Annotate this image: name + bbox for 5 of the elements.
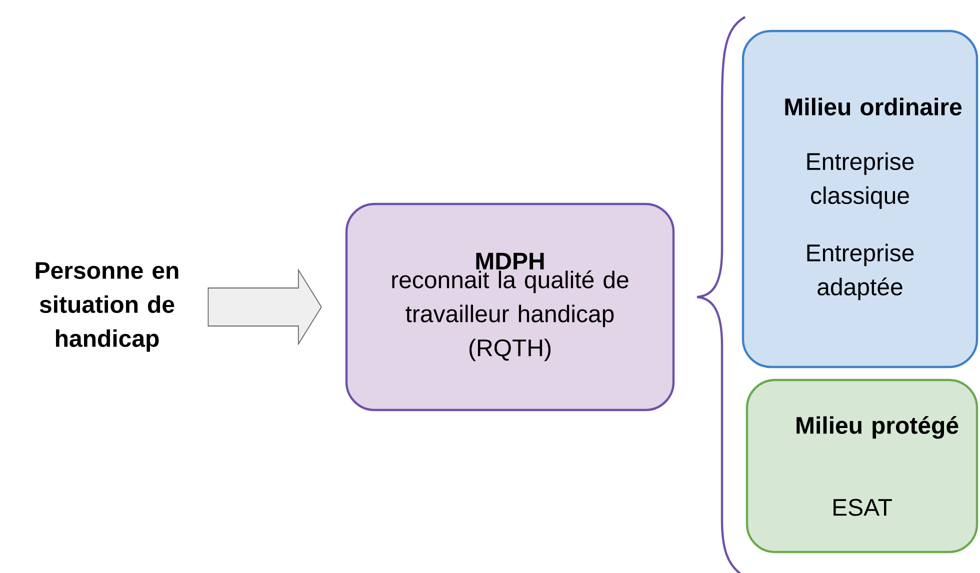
- block-arrow: [208, 268, 322, 346]
- category-box: Milieu ordinaire Entreprise classique Entreprise adaptée: [742, 30, 978, 368]
- bare-text: Personne en situation de handicap: [36, 262, 178, 352]
- process-box: MDPH reconnait la qualité de travailleur handicap (RQTH): [345, 202, 675, 412]
- category-box: Milieu protégé ESAT: [746, 378, 978, 554]
